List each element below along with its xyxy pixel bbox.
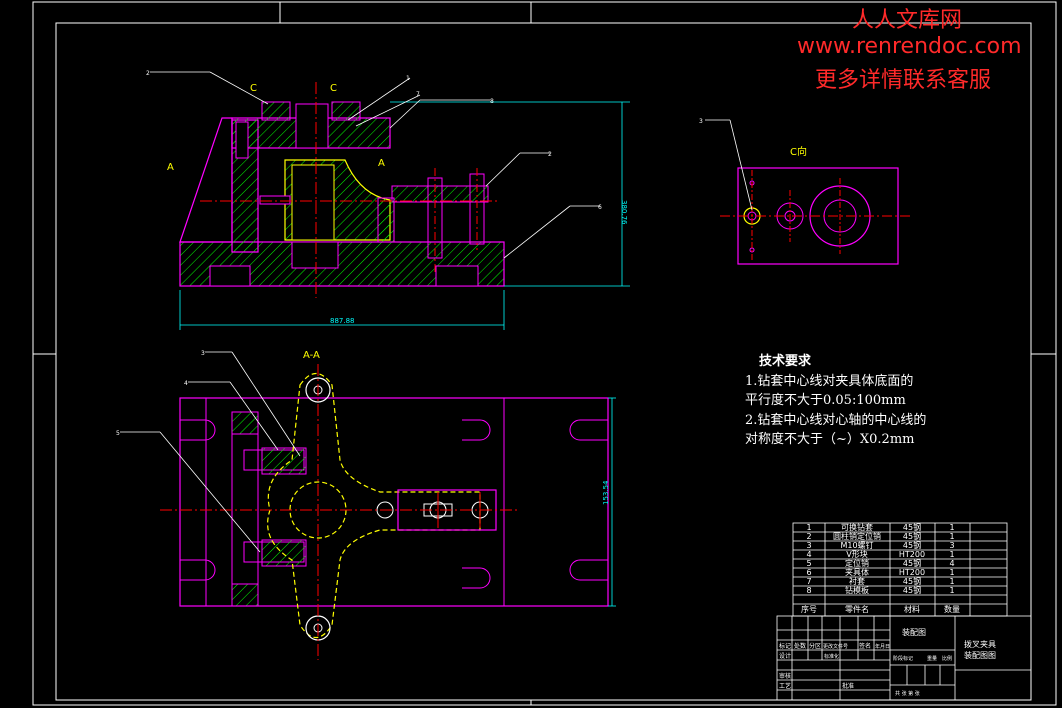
bom-cell: 5 (806, 559, 811, 568)
balloon-top-6: 6 (598, 204, 602, 211)
bom-cell: 45钢 (903, 576, 921, 586)
tb-change: 更改文件号 (823, 643, 848, 650)
bom-cell: 4 (949, 559, 954, 568)
bom-header: 材料 (904, 604, 920, 614)
tb-approve: 批准 (842, 682, 854, 690)
tb-date: 年月日 (875, 643, 890, 650)
balloon-top-8: 8 (490, 98, 494, 105)
balloon-plan-3: 3 (201, 350, 205, 357)
bom-header: 零件名 (845, 604, 869, 614)
tb-scale: 比例 (942, 655, 952, 662)
section-c-right: C (330, 83, 337, 94)
tb-weight: 重量 (927, 655, 937, 662)
balloon-top-2a: 2 (146, 70, 150, 77)
notes-line-4: 对称度不大于（~）X0.2mm (745, 432, 915, 447)
dim-plan-height: 153.54 (602, 480, 610, 505)
bom-cell: 1 (949, 568, 954, 577)
bom-cell: M10螺钉 (840, 540, 873, 550)
tb-zone: 分区 (809, 642, 821, 650)
drawing-frame (32, 1, 1057, 706)
bom-cell: 圆柱销定位销 (833, 531, 881, 541)
bom-cell: 1 (949, 577, 954, 586)
balloon-top-1: 1 (406, 75, 410, 82)
bom-cell: 夹具体 (845, 567, 869, 577)
balloon-top-7: 7 (416, 91, 420, 98)
bom-cell: 衬套 (849, 576, 865, 586)
section-a-right: A (378, 158, 385, 169)
bom-cell: 1 (806, 523, 811, 532)
bom-cell: 1 (949, 532, 954, 541)
plan-view-aa: A-A (116, 350, 616, 660)
bom-cell: 1 (949, 586, 954, 595)
watermark-url[interactable]: www.renrendoc.com (797, 34, 1022, 59)
tb-craft: 工艺 (779, 682, 791, 690)
bom-cell: 定位销 (845, 558, 869, 568)
bom-header: 序号 (801, 604, 817, 614)
bom-cell: 45钢 (903, 558, 921, 568)
bom-cell: 1 (949, 550, 954, 559)
part-name-1: 拨叉夹具 (964, 639, 996, 649)
section-a-left: A (167, 162, 174, 173)
title-block-text: 装配图 拨叉夹具 装配图图 标记 处数 分区 更改文件号 签名 年月日 设计 标… (779, 627, 996, 697)
view-c-label: C向 (790, 145, 807, 158)
bom-cell: HT200 (899, 550, 925, 559)
bom-cell: 45钢 (903, 522, 921, 532)
notes-line-1: 1.钻套中心线对夹具体底面的 (745, 373, 914, 389)
tb-design: 设计 (779, 652, 791, 660)
tb-stage: 阶段标记 (893, 655, 913, 662)
drawing-name: 装配图 (902, 627, 926, 637)
watermark-site-name: 人人文库网 (852, 8, 963, 33)
dim-height: 380.76 (620, 200, 628, 225)
tb-review: 审核 (779, 672, 791, 680)
bom-cell: 2 (806, 532, 811, 541)
balloon-plan-5: 5 (116, 430, 120, 437)
bom-cell: 7 (806, 577, 811, 586)
balloon-plan-4: 4 (184, 380, 188, 387)
tb-sheets: 共 张 第 张 (895, 690, 920, 697)
bom-cell: 4 (806, 550, 811, 559)
tb-sign: 签名 (859, 642, 871, 650)
bom-header: 数量 (944, 604, 960, 614)
bom-cell: 1 (949, 523, 954, 532)
tb-standard: 标准化 (824, 653, 839, 660)
notes-title: 技术要求 (759, 354, 812, 369)
bom-cell: 6 (806, 568, 811, 577)
view-c: C向 3 (699, 118, 912, 265)
title-block (776, 615, 1032, 701)
notes-line-3: 2.钻套中心线对心轴的中心线的 (745, 412, 927, 428)
bom-cell: 45钢 (903, 531, 921, 541)
bom-cell: 3 (806, 541, 811, 550)
bom-rows: 1 可换钻套 45钢 1 2 圆柱销定位销 45钢 1 3 M10螺钉 45钢 … (801, 522, 960, 614)
bom-cell: 8 (806, 586, 811, 595)
bom-cell: HT200 (899, 568, 925, 577)
watermark-contact: 更多详情联系客服 (815, 68, 992, 93)
front-section-view: 887.88 380.76 C C A A 2 1 7 8 2 6 (146, 70, 630, 330)
balloon-c-3: 3 (699, 118, 703, 125)
bom-cell: 45钢 (903, 540, 921, 550)
tb-count: 处数 (794, 642, 806, 650)
view-aa-label: A-A (303, 350, 320, 361)
bom-cell: 45钢 (903, 585, 921, 595)
bom-cell: V形块 (846, 549, 867, 559)
section-c-left: C (250, 83, 257, 94)
technical-requirements: 技术要求 1.钻套中心线对夹具体底面的 平行度不大于0.05:100mm 2.钻… (745, 352, 926, 450)
dim-width: 887.88 (330, 317, 355, 325)
notes-line-2: 平行度不大于0.05:100mm (745, 393, 906, 408)
bom-cell: 钻模板 (845, 585, 869, 595)
tb-mark: 标记 (779, 642, 791, 650)
balloon-top-2b: 2 (548, 151, 552, 158)
bom-cell: 可换钻套 (841, 522, 873, 532)
bom-cell: 3 (949, 541, 954, 550)
part-name-2: 装配图图 (964, 650, 996, 660)
